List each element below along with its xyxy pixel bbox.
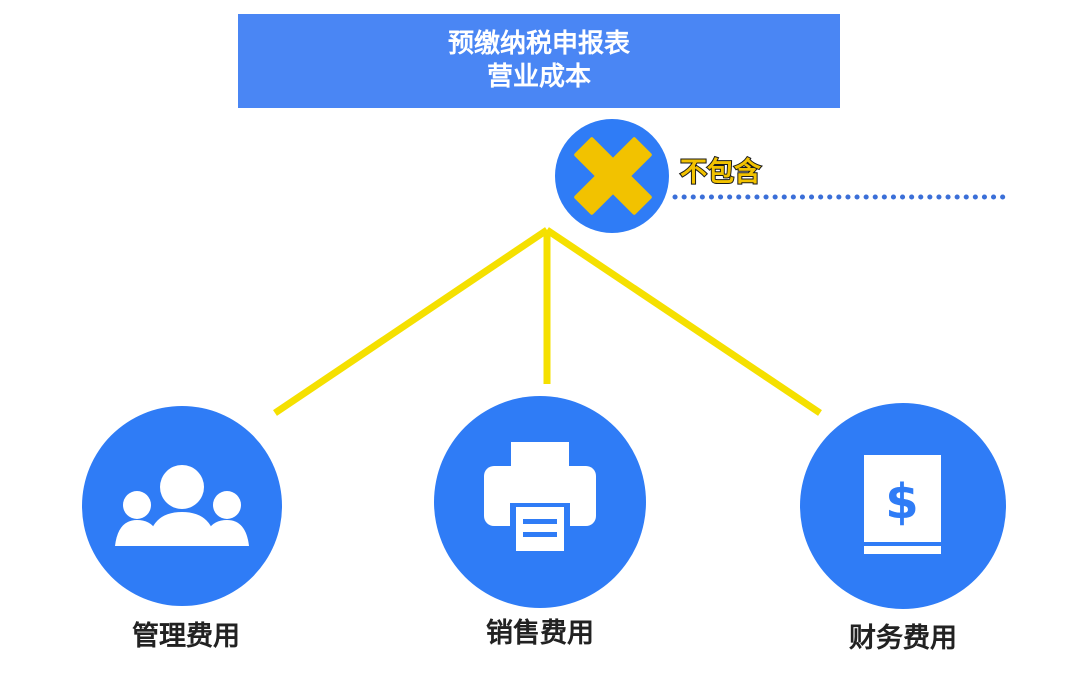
- category-finance: $: [800, 403, 1006, 609]
- category-label-finance: 财务费用: [849, 623, 957, 654]
- category-label-sales: 销售费用: [486, 618, 594, 649]
- people-group-icon: [115, 465, 249, 546]
- category-sales: [434, 396, 646, 608]
- header-box: 预缴纳税申报表 营业成本: [238, 14, 840, 108]
- header-subtitle: 营业成本: [486, 62, 591, 92]
- category-label-management: 管理费用: [132, 621, 240, 652]
- cross-icon: [574, 137, 652, 215]
- dollar-book-icon: $: [864, 455, 941, 554]
- printer-icon: [484, 442, 596, 555]
- exclude-marker: [555, 119, 669, 233]
- branch-lines: [273, 227, 822, 416]
- category-management: [82, 406, 282, 606]
- branch-line-left: [273, 227, 549, 416]
- branch-line-right: [545, 227, 822, 416]
- exclude-label: 不包含: [679, 156, 762, 189]
- header-title: 预缴纳税申报表: [447, 29, 630, 59]
- svg-text:$: $: [885, 474, 918, 530]
